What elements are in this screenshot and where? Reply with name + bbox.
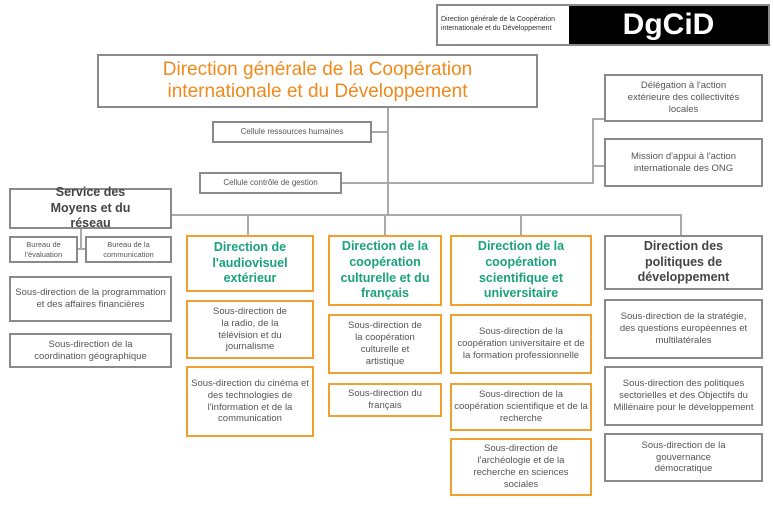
- cellule-controle: Cellule contrôle de gestion: [199, 172, 342, 194]
- direction-culturelle: Direction de la coopération culturelle e…: [328, 235, 442, 306]
- logo: Direction générale de la Coopération int…: [436, 4, 770, 46]
- bureau-communication: Bureau de la communication: [85, 236, 172, 263]
- connector: [80, 229, 82, 249]
- connector: [387, 108, 389, 216]
- sub-direction: Sous-direction de la coopération univers…: [450, 314, 592, 374]
- sub-direction: Sous-direction du cinéma et des technolo…: [186, 366, 314, 437]
- connector: [372, 131, 388, 133]
- connector: [592, 118, 604, 120]
- main-direction: Direction générale de la Coopération int…: [97, 54, 538, 108]
- sub-direction: Sous-direction de la coopération culture…: [328, 314, 442, 374]
- sub-direction: Sous-direction de l'archéologie et de la…: [450, 438, 592, 496]
- logo-caption: Direction générale de la Coopération int…: [441, 16, 556, 32]
- connector: [520, 214, 522, 235]
- connector: [78, 248, 86, 250]
- sub-direction: Sous-direction de la stratégie, des ques…: [604, 299, 763, 359]
- connector: [680, 214, 682, 235]
- mission-ong: Mission d'appui à l'action international…: [604, 138, 763, 187]
- logo-mark: DgCiD: [569, 6, 768, 44]
- connector: [342, 182, 388, 184]
- sub-direction: Sous-direction du français: [328, 383, 442, 417]
- sub-direction: Sous-direction des politiques sectoriell…: [604, 366, 763, 426]
- sub-direction: Sous-direction de la programmation et de…: [9, 276, 172, 322]
- sub-direction: Sous-direction de la coordination géogra…: [9, 333, 172, 368]
- sub-direction: Sous-direction de la coopération scienti…: [450, 383, 592, 431]
- connector: [592, 165, 604, 167]
- direction-scientifique: Direction de la coopération scientifique…: [450, 235, 592, 306]
- connector: [172, 214, 682, 216]
- delegation: Délégation à l'action extérieure des col…: [604, 74, 763, 122]
- connector: [388, 182, 594, 184]
- sub-direction: Sous-direction de la gouvernance démocra…: [604, 433, 763, 482]
- direction-audiovisuel: Direction de l'audiovisuel extérieur: [186, 235, 314, 292]
- bureau-evaluation: Bureau de l'évaluation: [9, 236, 78, 263]
- sub-direction: Sous-direction de la radio, de la télévi…: [186, 300, 314, 359]
- cellule-rh: Cellule ressources humaines: [212, 121, 372, 143]
- connector: [384, 214, 386, 235]
- direction-politiques: Direction des politiques de développemen…: [604, 235, 763, 290]
- service-moyens: Service des Moyens et du réseau: [9, 185, 172, 230]
- connector: [592, 118, 594, 184]
- connector: [247, 214, 249, 235]
